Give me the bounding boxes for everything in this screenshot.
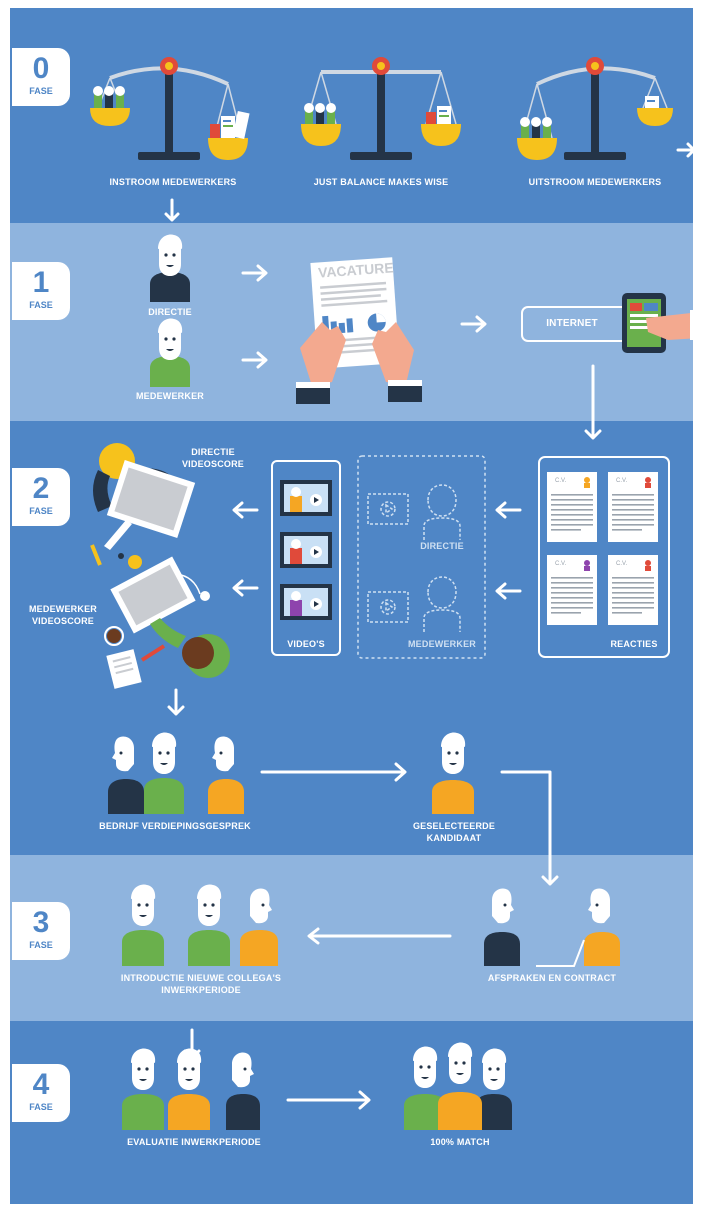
medewerker-desk-icon (104, 556, 230, 689)
arrow-left-icon (232, 501, 259, 519)
bedrijf-group-icon (108, 732, 244, 814)
arrow-left-icon (232, 579, 259, 597)
arrow-down-icon (164, 198, 180, 222)
reacties-box (538, 456, 670, 658)
scale-instroom-icon (90, 57, 250, 160)
recording-directie-icon (367, 484, 461, 540)
arrow-left-icon (495, 501, 522, 519)
geselecteerde-kandidaat-icon (432, 732, 474, 814)
tablet-hand-icon (622, 293, 700, 353)
cv-document-icon (547, 472, 597, 542)
match-group-icon (404, 1042, 512, 1130)
arrow-right-icon (460, 315, 487, 333)
arrow-right-icon (676, 142, 696, 158)
recording-medewerker-icon (367, 576, 461, 632)
arrow-down-icon (167, 688, 185, 716)
cv-document-icon (608, 472, 658, 542)
arrow-left-icon (307, 927, 452, 945)
video-thumb-orange-icon (280, 480, 332, 516)
arrow-right-icon (260, 762, 407, 782)
arrow-down-icon (584, 364, 602, 440)
arrow-right-icon (241, 351, 268, 369)
scale-balance-icon (301, 57, 461, 160)
arrow-right-icon (241, 264, 268, 282)
video-thumb-purple-icon (280, 584, 332, 620)
cv-document-icon (547, 555, 597, 625)
evaluatie-group-icon (122, 1048, 260, 1130)
phase-4-band (10, 1021, 693, 1204)
directie-person-icon (150, 234, 190, 302)
directie-desk-icon (90, 443, 196, 569)
introductie-group-icon (122, 884, 278, 966)
arrow-right-icon (286, 1090, 371, 1110)
video-thumb-red-icon (280, 532, 332, 568)
afspraken-contract-icon (484, 888, 620, 967)
arrow-elbow-icon (500, 770, 559, 886)
medewerker-person-icon (150, 318, 190, 387)
vacature-document-icon (296, 257, 422, 404)
videos-box (271, 460, 341, 656)
arrow-left-icon (495, 582, 522, 600)
video-recording-box (357, 455, 486, 659)
scale-uitstroom-icon (517, 57, 673, 160)
cv-document-icon (608, 555, 658, 625)
